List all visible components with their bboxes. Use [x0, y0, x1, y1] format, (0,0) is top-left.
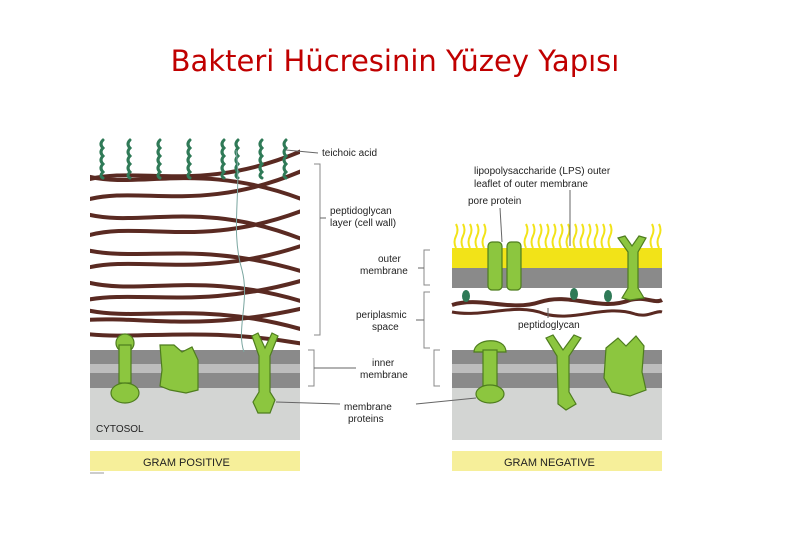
- gram-negative-membrane-protein-3: [603, 335, 647, 397]
- teichoic-acid-chain: [258, 138, 265, 180]
- cytosol-label: CYTOSOL: [96, 424, 144, 435]
- gram-negative-peptidoglycan: [451, 296, 663, 308]
- teichoic-acid-chain: [126, 138, 133, 180]
- periplasmic-space-label-line1: periplasmic: [356, 310, 407, 321]
- teichoic-acid-chain: [220, 138, 227, 180]
- lps-chain: [467, 223, 473, 249]
- lps-label-line1: lipopolysaccharide (LPS) outer: [474, 166, 611, 177]
- pore-protein: [487, 241, 522, 291]
- lps-chain: [558, 223, 564, 249]
- lps-chain: [649, 223, 655, 249]
- teichoic-acid-chains: [99, 138, 289, 180]
- lps-fringe: [453, 223, 662, 249]
- gram-negative-label: GRAM NEGATIVE: [504, 457, 595, 469]
- peptidoglycan-fibre: [90, 279, 300, 302]
- center-labels: teichoic acid peptidoglycan layer (cell …: [275, 148, 477, 425]
- lps-chain: [572, 223, 578, 249]
- peptidoglycan-label: peptidoglycan: [518, 320, 580, 331]
- lps-chain: [530, 223, 536, 249]
- lps-chain: [537, 223, 543, 249]
- peptidoglycan-fibre: [90, 169, 300, 202]
- lps-chain: [600, 223, 606, 249]
- membrane-proteins-label-line1: membrane: [344, 402, 392, 413]
- lps-chain: [544, 223, 550, 249]
- teichoic-strand: [235, 149, 246, 353]
- outer-membrane-inner-leaflet: [452, 268, 662, 288]
- gram-positive-membrane-protein-1: [110, 333, 140, 404]
- gram-negative-membrane-protein-1: [473, 340, 507, 404]
- teichoic-acid-chain: [156, 138, 163, 180]
- periplasmic-space-label-line2: space: [372, 322, 399, 333]
- gram-negative-panel: GRAM NEGATIVE: [451, 223, 663, 471]
- right-labels: lipopolysaccharide (LPS) outer leaflet o…: [468, 166, 611, 331]
- lps-chain: [565, 223, 571, 249]
- gram-negative-strip: [452, 451, 662, 471]
- membrane-proteins-label-line2: proteins: [348, 414, 384, 425]
- outer-membrane-label-line2: membrane: [360, 266, 408, 277]
- lps-chain: [453, 223, 459, 249]
- peptidoglycan-fibre: [90, 306, 300, 324]
- peptidoglycan-fibre: [90, 332, 300, 346]
- peptidoglycan-fibre: [90, 244, 300, 270]
- teichoic-acid-chain: [99, 138, 106, 180]
- lps-chain: [656, 223, 662, 249]
- gram-positive-membrane-protein-2: [159, 344, 199, 394]
- lps-chain: [481, 223, 487, 249]
- outer-membrane-lps-layer: [452, 248, 662, 268]
- lps-chain: [523, 223, 529, 249]
- peptidoglycan-fibre: [90, 280, 300, 303]
- gram-positive-peptidoglycan-wall: [90, 149, 300, 346]
- peptidoglycan-fibre: [90, 149, 300, 182]
- lps-chain: [474, 223, 480, 249]
- peptidoglycan-fibre: [90, 209, 300, 238]
- inner-membrane-label-line1: inner: [372, 358, 395, 369]
- lps-chain: [593, 223, 599, 249]
- inner-membrane-label-line2: membrane: [360, 370, 408, 381]
- peptidoglycan-fibre: [90, 212, 300, 241]
- peptidoglycan-layer-label-line2: layer (cell wall): [330, 218, 396, 229]
- gram-positive-panel: CYTOSOL GRAM POSITIVE: [90, 138, 300, 471]
- lps-chain: [607, 223, 613, 249]
- teichoic-acid-chain: [186, 138, 193, 180]
- lps-chain: [460, 223, 466, 249]
- outer-membrane-protein: [617, 235, 647, 301]
- lps-chain: [586, 223, 592, 249]
- lps-label-line2: leaflet of outer membrane: [474, 179, 588, 190]
- peptidoglycan-layer-label-line1: peptidoglycan: [330, 206, 392, 217]
- gram-positive-membrane-protein-3: [251, 332, 279, 414]
- peptidoglycan-fibre: [90, 308, 300, 332]
- gram-positive-strip: [90, 451, 300, 471]
- pore-protein-label: pore protein: [468, 196, 521, 207]
- lps-chain: [579, 223, 585, 249]
- outer-membrane-label-line1: outer: [378, 254, 401, 265]
- teichoic-acid-chain: [282, 138, 289, 180]
- page-title: Bakteri Hücresinin Yüzey Yapısı: [170, 44, 620, 78]
- peptidoglycan-fibre: [90, 248, 300, 273]
- peptidoglycan-fibre: [90, 174, 300, 201]
- gram-negative-membrane-protein-2: [545, 334, 582, 411]
- teichoic-acid-label: teichoic acid: [322, 148, 377, 159]
- lps-chain: [551, 223, 557, 249]
- gram-positive-label: GRAM POSITIVE: [143, 457, 230, 469]
